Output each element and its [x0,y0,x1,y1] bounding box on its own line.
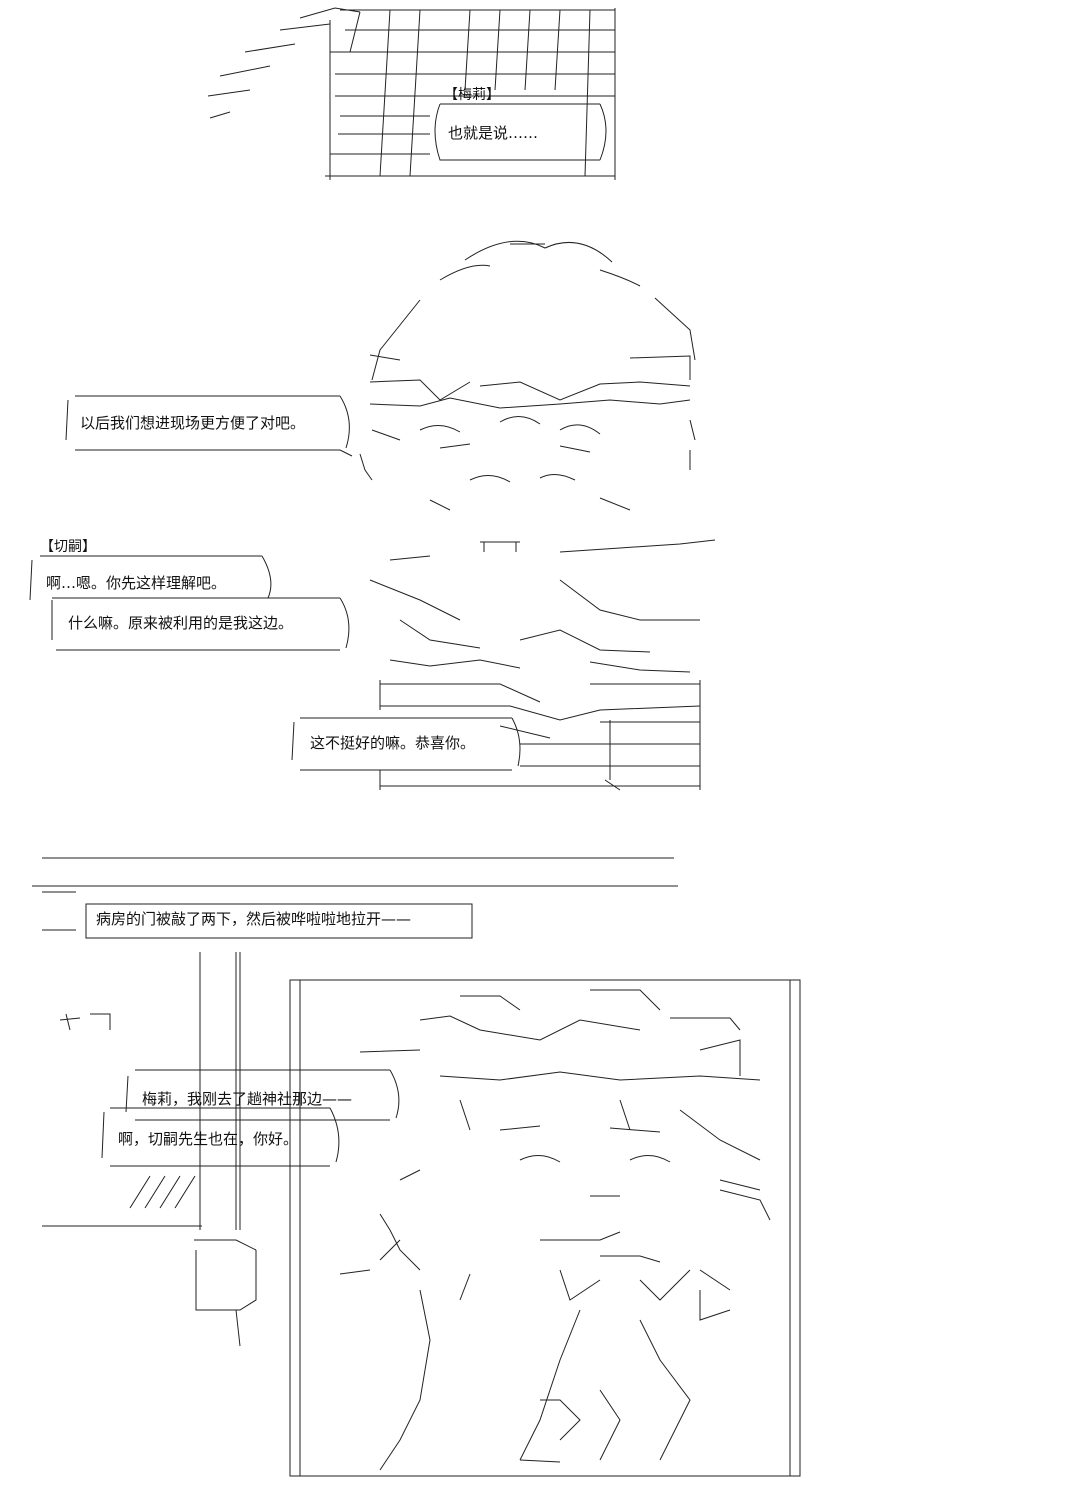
panel1-hatching [207,7,616,180]
panel3-door [42,952,400,1347]
panel3-bubble-2: 啊，切嗣先生也在，你好。 [118,1130,299,1148]
panel3-frame-lines [32,857,678,939]
panel1-speaker-label: 【梅莉】 [444,87,500,103]
panel2-bubbles [29,395,521,771]
panel2-qie-line2: 这不挺好的嘛。恭喜你。 [310,734,476,752]
panel2-character-art [359,240,716,791]
panel2-qie-speaker-label: 【切嗣】 [40,539,96,555]
panel1-speech-text: 也就是说…… [448,124,539,142]
panel3-bubble-1: 梅莉，我刚去了趟神社那边—— [142,1090,353,1108]
panel2-qie-line: 啊…嗯。你先这样理解吧。 [46,574,227,592]
panel2-meili-line: 以后我们想进现场更方便了对吧。 [80,414,306,432]
panel3-narration: 病房的门被敲了两下，然后被哗啦啦地拉开—— [96,910,412,928]
panel2-meili-line2: 什么嘛。原来被利用的是我这边。 [68,614,294,632]
panel3-character [289,979,801,1477]
